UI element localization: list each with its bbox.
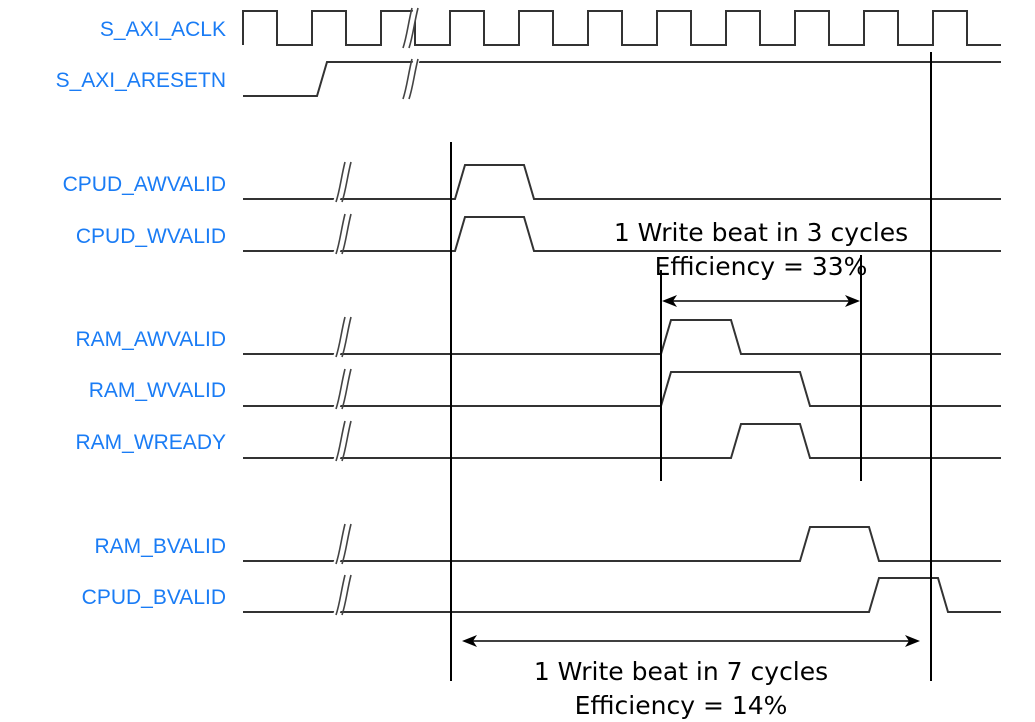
label-cpud-awvalid: CPUD_AWVALID xyxy=(63,173,226,196)
time-break-markers xyxy=(333,7,420,616)
break-mark-aresetn xyxy=(400,58,420,100)
break-mark-ram-bvalid xyxy=(333,523,353,565)
marker-lines xyxy=(450,52,932,681)
wave-ram-awvalid xyxy=(243,319,1001,355)
annotation-cpu-line2: Efficiency = 14% xyxy=(575,691,788,720)
annotations: 1 Write beat in 3 cycles Efficiency = 33… xyxy=(534,218,908,720)
waveforms xyxy=(242,10,1001,613)
label-ram-wvalid: RAM_WVALID xyxy=(89,379,226,402)
break-mark-cpud-wvalid xyxy=(333,213,353,255)
wave-cpud-bvalid xyxy=(243,577,1001,613)
label-s-axi-aresetn: S_AXI_ARESETN xyxy=(56,69,226,92)
wave-ram-wvalid xyxy=(243,371,1001,407)
break-mark-cpud-awvalid xyxy=(333,161,353,203)
break-mark-cpud-bvalid xyxy=(333,574,353,616)
wave-s-axi-aresetn xyxy=(243,61,1001,97)
wave-s-axi-aclk xyxy=(242,10,1001,46)
label-ram-awvalid: RAM_AWVALID xyxy=(75,328,226,351)
cpu-path-arrow xyxy=(462,635,920,647)
break-mark-aclk xyxy=(400,7,420,49)
break-mark-ram-awvalid xyxy=(333,316,353,358)
label-cpud-bvalid: CPUD_BVALID xyxy=(82,586,226,609)
signal-labels: S_AXI_ACLK S_AXI_ARESETN CPUD_AWVALID CP… xyxy=(56,18,226,609)
wave-cpud-wvalid xyxy=(243,216,1001,252)
break-mark-ram-wready xyxy=(333,420,353,462)
dimension-arrows xyxy=(462,295,920,647)
label-cpud-wvalid: CPUD_WVALID xyxy=(76,225,226,248)
break-mark-ram-wvalid xyxy=(333,368,353,410)
ram-path-arrow xyxy=(662,295,860,307)
annotation-ram-line1: 1 Write beat in 3 cycles xyxy=(614,218,908,247)
wave-cpud-awvalid xyxy=(243,164,1001,200)
label-ram-wready: RAM_WREADY xyxy=(75,431,226,454)
label-ram-bvalid: RAM_BVALID xyxy=(95,535,227,558)
wave-ram-bvalid xyxy=(243,526,1001,562)
wave-ram-wready xyxy=(243,423,1001,459)
annotation-ram-line2: Efficiency = 33% xyxy=(655,252,868,281)
label-s-axi-aclk: S_AXI_ACLK xyxy=(100,18,226,41)
annotation-cpu-line1: 1 Write beat in 7 cycles xyxy=(534,657,828,686)
